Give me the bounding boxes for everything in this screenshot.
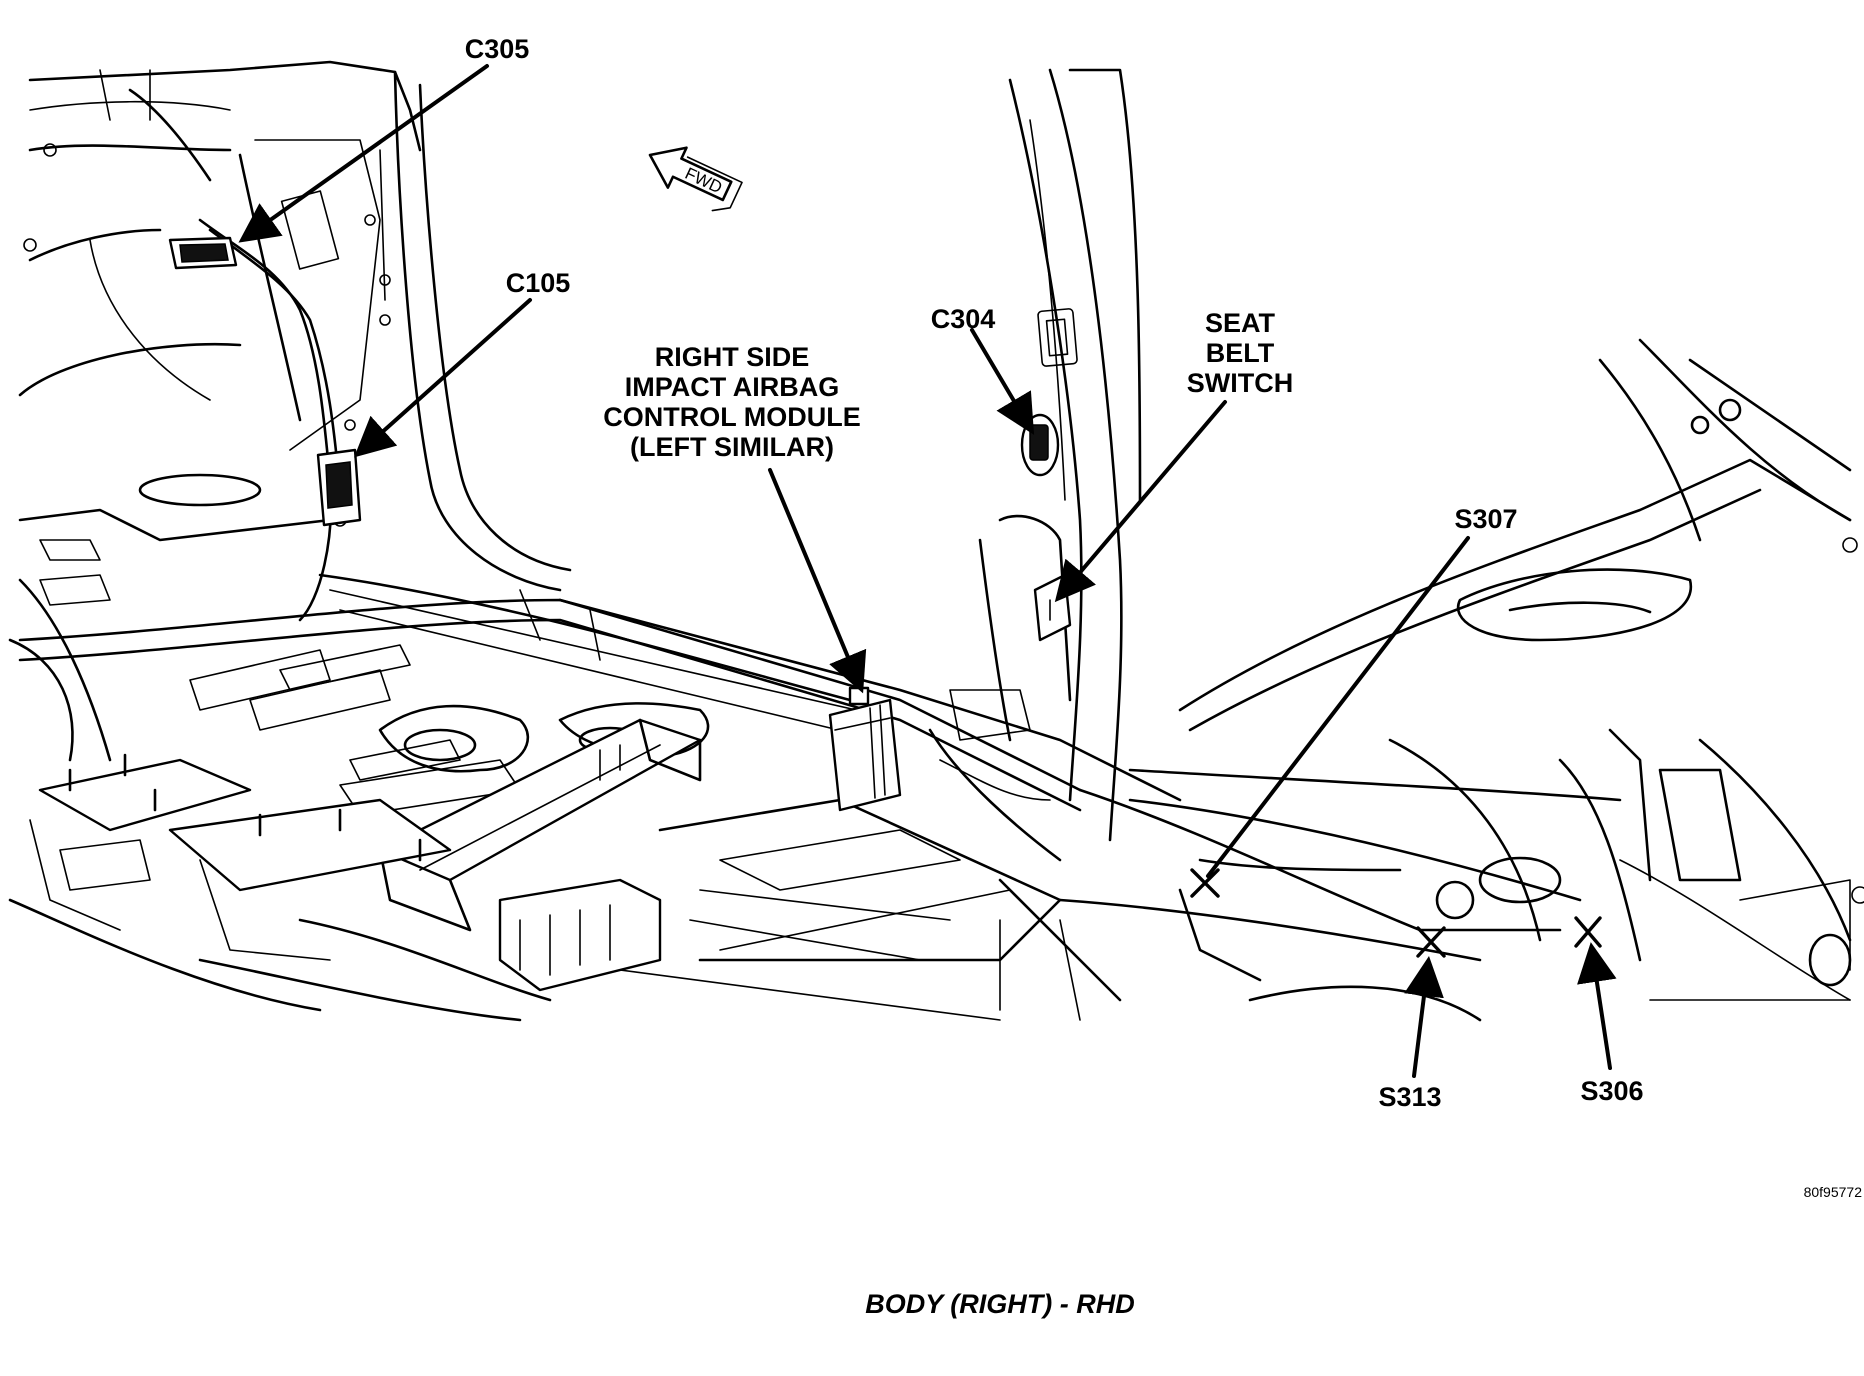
label-s313: S313 xyxy=(1378,1082,1441,1112)
airbag-label-line-2: IMPACT AIRBAG xyxy=(625,372,839,402)
label-c305: C305 xyxy=(465,34,530,64)
c105-connector-shape xyxy=(316,448,362,527)
label-seat-belt-switch: SEAT BELT SWITCH xyxy=(1187,308,1293,398)
label-s307: S307 xyxy=(1454,504,1517,534)
figure-id: 80f95772 xyxy=(1804,1184,1863,1200)
label-s306: S306 xyxy=(1580,1076,1643,1106)
forward-direction-arrow-icon: FWD xyxy=(648,146,743,212)
vehicle-body-illustration xyxy=(8,60,1864,1022)
seat-belt-label-line-3: SWITCH xyxy=(1187,368,1293,398)
seat-belt-label-line-2: BELT xyxy=(1206,338,1275,368)
s307-splice-mark xyxy=(1190,868,1220,898)
leader-lines xyxy=(238,64,1617,1078)
label-c304: C304 xyxy=(931,304,996,334)
c305-connector-shape xyxy=(168,236,238,270)
label-airbag-module: RIGHT SIDE IMPACT AIRBAG CONTROL MODULE … xyxy=(603,342,861,462)
seat-belt-label-line-1: SEAT xyxy=(1205,308,1276,338)
s306-splice-mark xyxy=(1574,916,1602,948)
figure-caption: BODY (RIGHT) - RHD xyxy=(865,1289,1135,1319)
airbag-label-line-3: CONTROL MODULE xyxy=(603,402,861,432)
s313-splice-mark xyxy=(1416,926,1446,958)
label-c105: C105 xyxy=(506,268,571,298)
airbag-label-line-4: (LEFT SIMILAR) xyxy=(630,432,834,462)
airbag-label-line-1: RIGHT SIDE xyxy=(655,342,810,372)
